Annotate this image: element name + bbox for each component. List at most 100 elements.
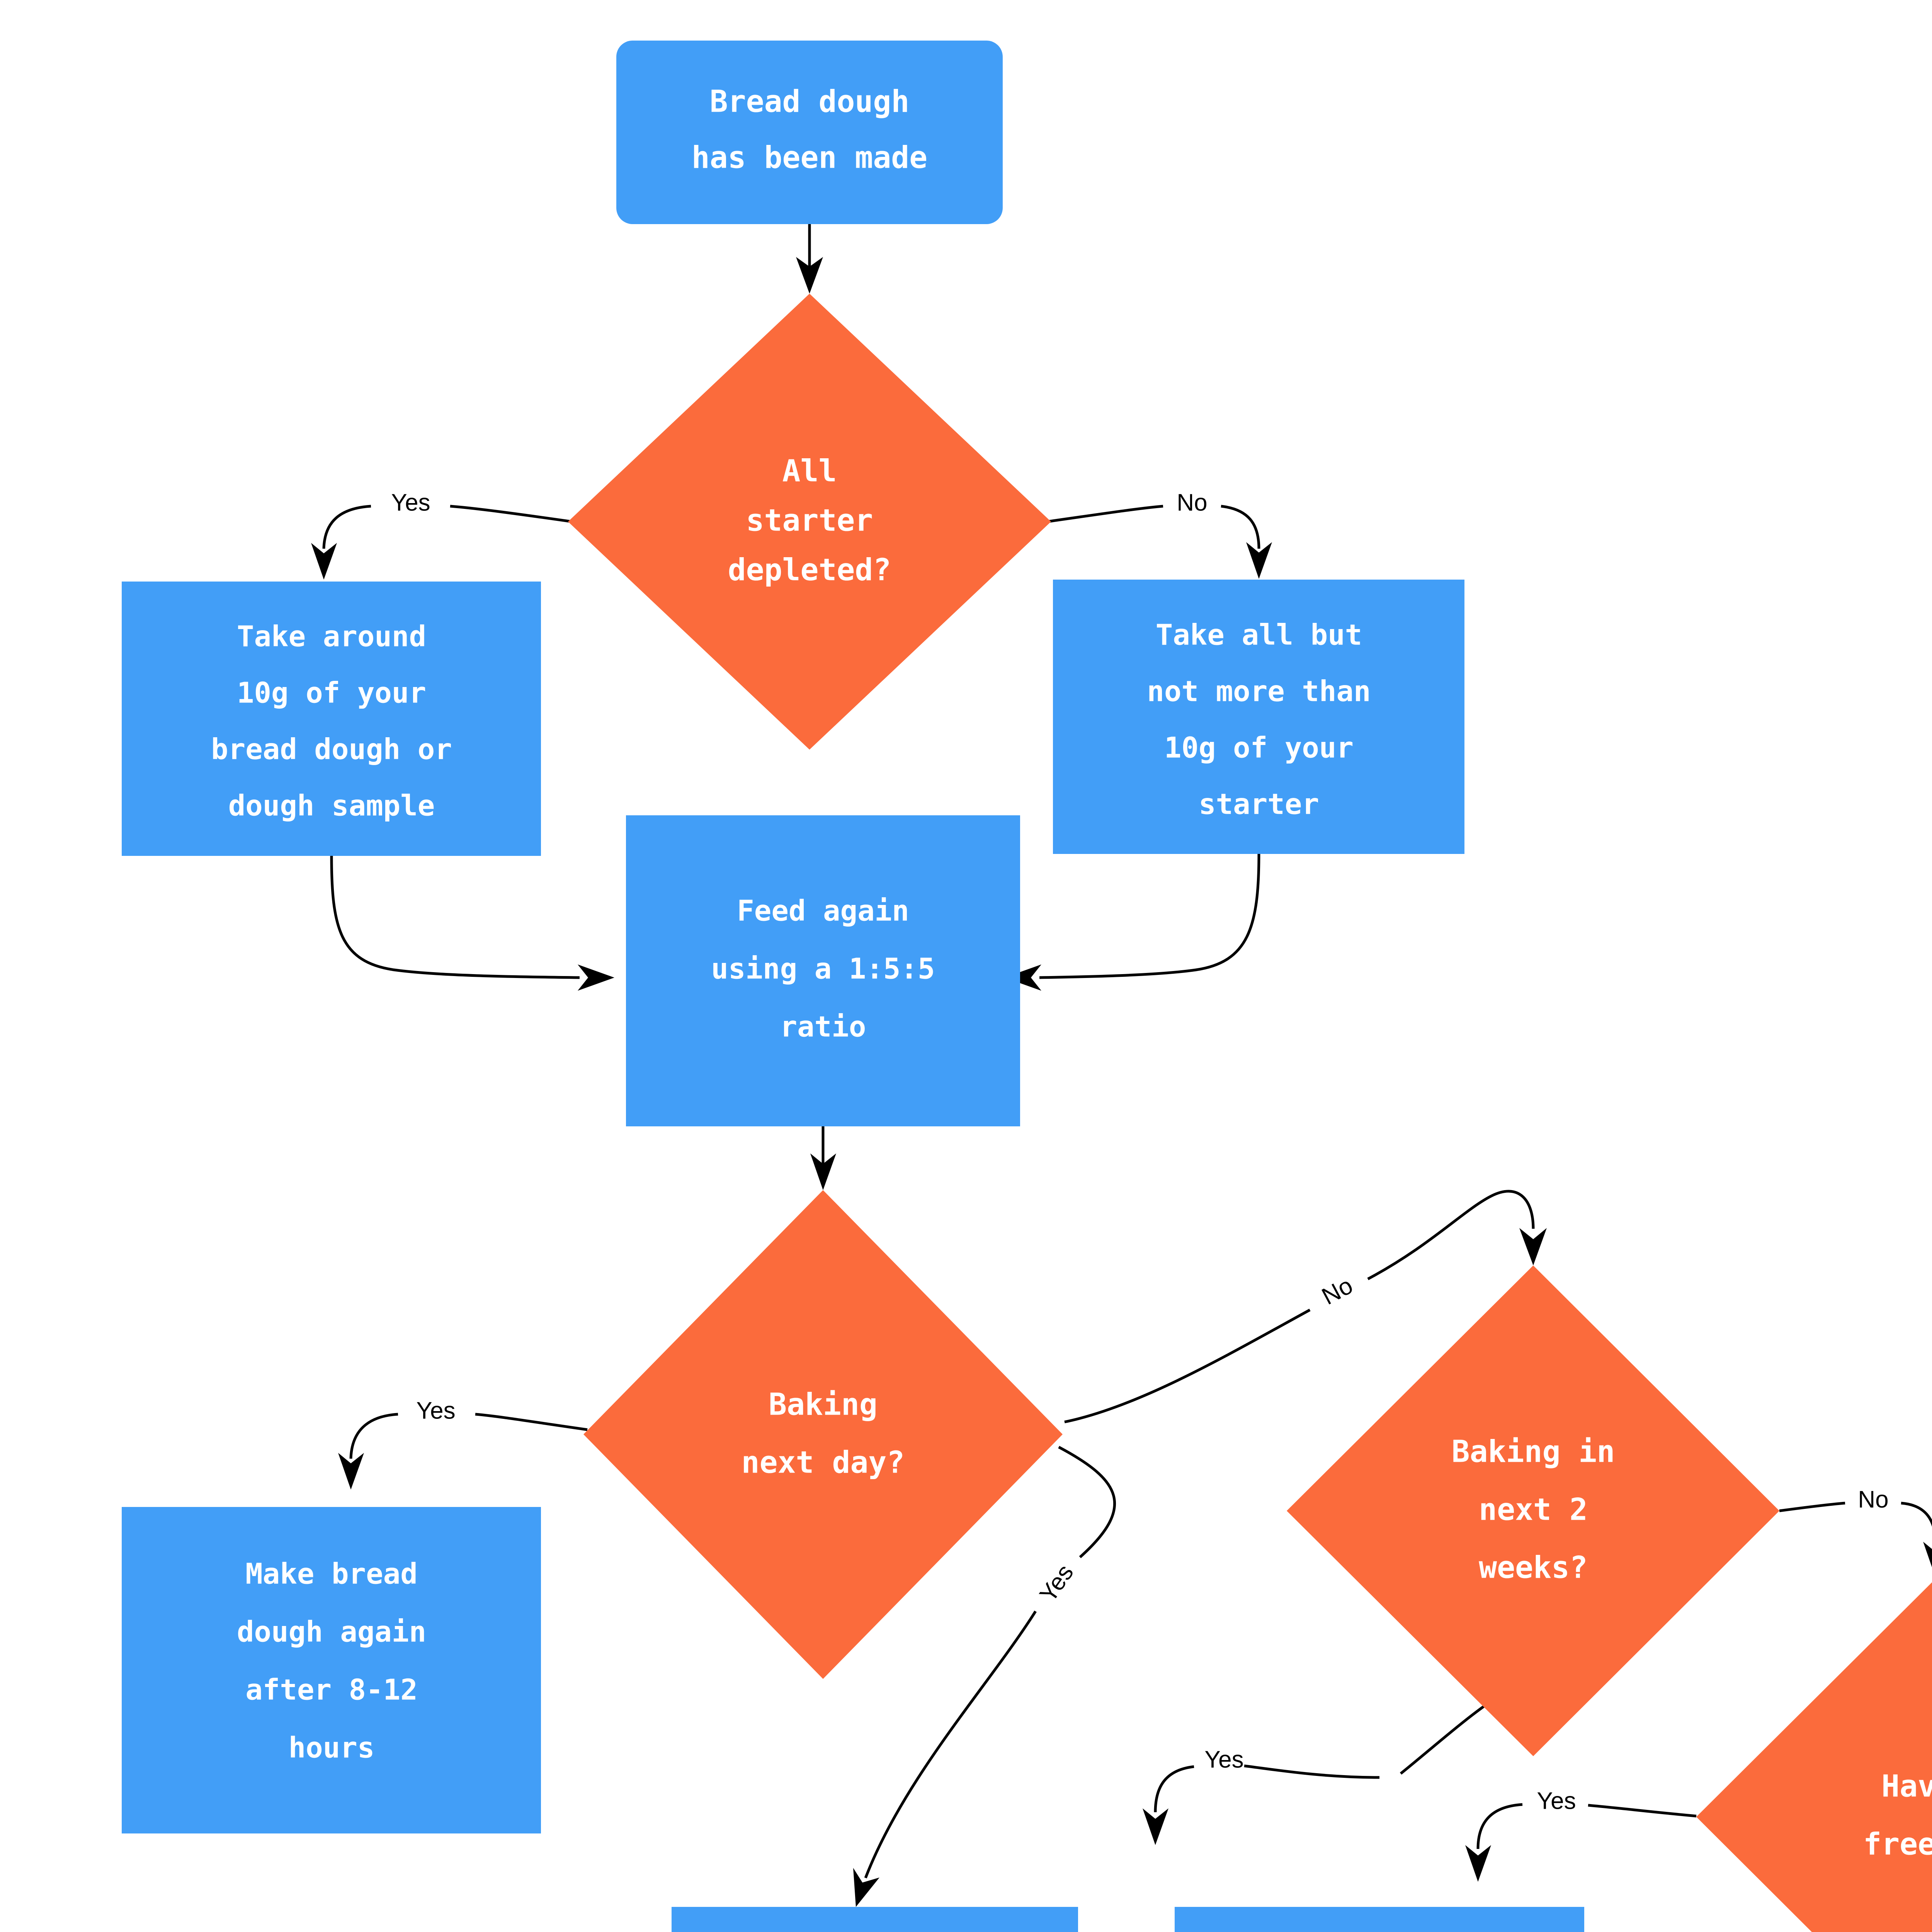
edge-path xyxy=(1039,854,1260,979)
edge-feed-to-bakingnextday xyxy=(810,1126,836,1190)
node-freezer-line-1: freezer? xyxy=(1863,1827,1932,1862)
node-makebread-line-3: hours xyxy=(289,1731,375,1765)
node-shape-rect[interactable] xyxy=(122,582,541,856)
node-shape-diamond[interactable] xyxy=(568,294,1051,750)
edge-depleted-no: No xyxy=(1047,489,1272,579)
edge-label-depleted-yes: Yes xyxy=(391,489,430,516)
arrow-head-icon xyxy=(1519,1228,1547,1265)
node-shape-rect[interactable] xyxy=(1175,1907,1584,1932)
node-nextday-line-0: Baking xyxy=(769,1387,878,1422)
node-baking-next-day[interactable]: Baking next day? xyxy=(583,1190,1063,1679)
edge-path xyxy=(1047,505,1163,523)
nodes-layer: Bread dough has been made All starter de… xyxy=(122,41,1932,1932)
arrow-head-icon xyxy=(810,1153,836,1190)
edge-label-nextday-yes-left: Yes xyxy=(416,1397,455,1424)
node-start-line-1: has been made xyxy=(692,140,927,175)
arrow-head-icon xyxy=(1465,1845,1491,1882)
edge-path xyxy=(450,505,572,523)
node-take10g-line-2: bread dough or xyxy=(211,733,452,766)
node-baking-next-2-weeks[interactable]: Baking in next 2 weeks? xyxy=(1287,1265,1779,1756)
edge-path xyxy=(1244,1764,1380,1779)
node-twoweeks-line-2: weeks? xyxy=(1479,1550,1588,1585)
node-nextday-line-1: next day? xyxy=(742,1445,905,1480)
node-depleted-line-1: starter xyxy=(746,503,873,538)
node-take10g-line-0: Take around xyxy=(237,620,426,653)
node-feedratio-line-0: Feed again xyxy=(737,895,909,928)
node-take10g-line-3: dough sample xyxy=(228,789,435,823)
node-takeall-line-3: starter xyxy=(1199,788,1319,821)
node-shape-rect[interactable] xyxy=(1053,580,1464,854)
arrow-head-icon xyxy=(1923,1542,1932,1568)
node-makebread-line-1: dough again xyxy=(237,1616,426,1649)
node-feedratio-line-2: ratio xyxy=(780,1010,866,1044)
edge-path xyxy=(330,855,580,979)
node-shape-rounded-rect[interactable] xyxy=(616,41,1003,224)
edge-path xyxy=(1779,1502,1845,1512)
node-makebread-line-2: after 8-12 xyxy=(245,1673,418,1707)
arrow-head-icon xyxy=(1143,1808,1168,1845)
edge-twoweeks-yes: Yes xyxy=(1143,1695,1499,1845)
edge-path xyxy=(475,1413,588,1431)
node-shape-diamond[interactable] xyxy=(1287,1265,1779,1756)
arrow-head-icon xyxy=(1005,964,1041,991)
edge-path xyxy=(1154,1765,1194,1813)
node-feedratio-line-1: using a 1:5:5 xyxy=(711,952,935,986)
node-takeall-line-2: 10g of your xyxy=(1164,731,1354,765)
node-depleted-line-2: depleted? xyxy=(728,553,891,587)
node-twoweeks-line-0: Baking in xyxy=(1452,1434,1615,1469)
node-depleted-line-0: All xyxy=(782,454,837,488)
node-take-all-but-10g[interactable]: Take all but not more than 10g of your s… xyxy=(1053,580,1464,854)
arrow-head-icon xyxy=(338,1453,364,1490)
edge-nextday-yes-left: Yes xyxy=(338,1397,588,1490)
arrow-head-icon xyxy=(796,257,823,294)
node-take-around-10g[interactable]: Take around 10g of your bread dough or d… xyxy=(122,582,541,856)
node-freezer-line-0: Have a xyxy=(1881,1769,1932,1804)
edge-path xyxy=(1221,505,1260,549)
edge-label-twoweeks-yes: Yes xyxy=(1204,1746,1243,1773)
node-makebread-line-0: Make bread xyxy=(245,1558,418,1591)
edge-take10g-to-feed xyxy=(330,855,614,991)
node-start-line-0: Bread dough xyxy=(710,84,910,119)
arrow-head-icon xyxy=(311,543,337,580)
edge-label-nextday-yes-right: Yes xyxy=(1034,1560,1079,1607)
node-freeze-starter[interactable]: Freeze starter xyxy=(1175,1907,1584,1932)
node-takeall-line-1: not more than xyxy=(1147,675,1371,708)
edge-label-twoweeks-no: No xyxy=(1858,1486,1888,1513)
edge-takeall-to-feed xyxy=(1005,854,1260,991)
edge-path xyxy=(349,1413,398,1459)
arrow-head-icon xyxy=(578,964,614,991)
edge-path xyxy=(322,505,371,549)
node-shape-rect[interactable] xyxy=(626,815,1020,1126)
node-feed-again-ratio[interactable]: Feed again using a 1:5:5 ratio xyxy=(626,815,1020,1126)
edge-label-freezer-yes: Yes xyxy=(1537,1787,1576,1814)
node-have-a-freezer[interactable]: Have a freezer? xyxy=(1696,1578,1932,1932)
node-start[interactable]: Bread dough has been made xyxy=(616,41,1003,224)
edge-path xyxy=(1367,1190,1535,1281)
node-shape-diamond[interactable] xyxy=(1696,1578,1932,1932)
edge-label-depleted-no: No xyxy=(1177,489,1207,516)
node-take10g-line-1: 10g of your xyxy=(237,677,426,710)
node-store-in-fridge[interactable]: Store starter in fridge (4°C = 40°F) xyxy=(672,1907,1078,1932)
edge-label-nextday-no: No xyxy=(1318,1272,1357,1310)
edge-path xyxy=(1901,1502,1932,1527)
edge-path xyxy=(1064,1308,1311,1423)
node-shape-diamond[interactable] xyxy=(583,1190,1063,1679)
edge-freezer-yes: Yes xyxy=(1465,1787,1697,1882)
node-all-starter-depleted[interactable]: All starter depleted? xyxy=(568,294,1051,750)
edge-twoweeks-no: No xyxy=(1779,1486,1932,1568)
edge-depleted-yes: Yes xyxy=(311,489,572,580)
arrow-head-icon xyxy=(1246,542,1272,579)
node-takeall-line-0: Take all but xyxy=(1156,619,1362,652)
edge-path xyxy=(1400,1695,1499,1775)
node-twoweeks-line-1: next 2 xyxy=(1479,1492,1588,1527)
edge-path xyxy=(864,1611,1037,1879)
edge-path xyxy=(1058,1446,1116,1558)
edge-path xyxy=(1476,1803,1523,1849)
node-make-bread-dough-again[interactable]: Make bread dough again after 8-12 hours xyxy=(122,1507,541,1833)
node-shape-rect[interactable] xyxy=(122,1507,541,1833)
node-shape-rect[interactable] xyxy=(672,1907,1078,1932)
edge-start-to-depleted xyxy=(796,224,823,294)
arrow-head-icon xyxy=(853,1868,879,1907)
